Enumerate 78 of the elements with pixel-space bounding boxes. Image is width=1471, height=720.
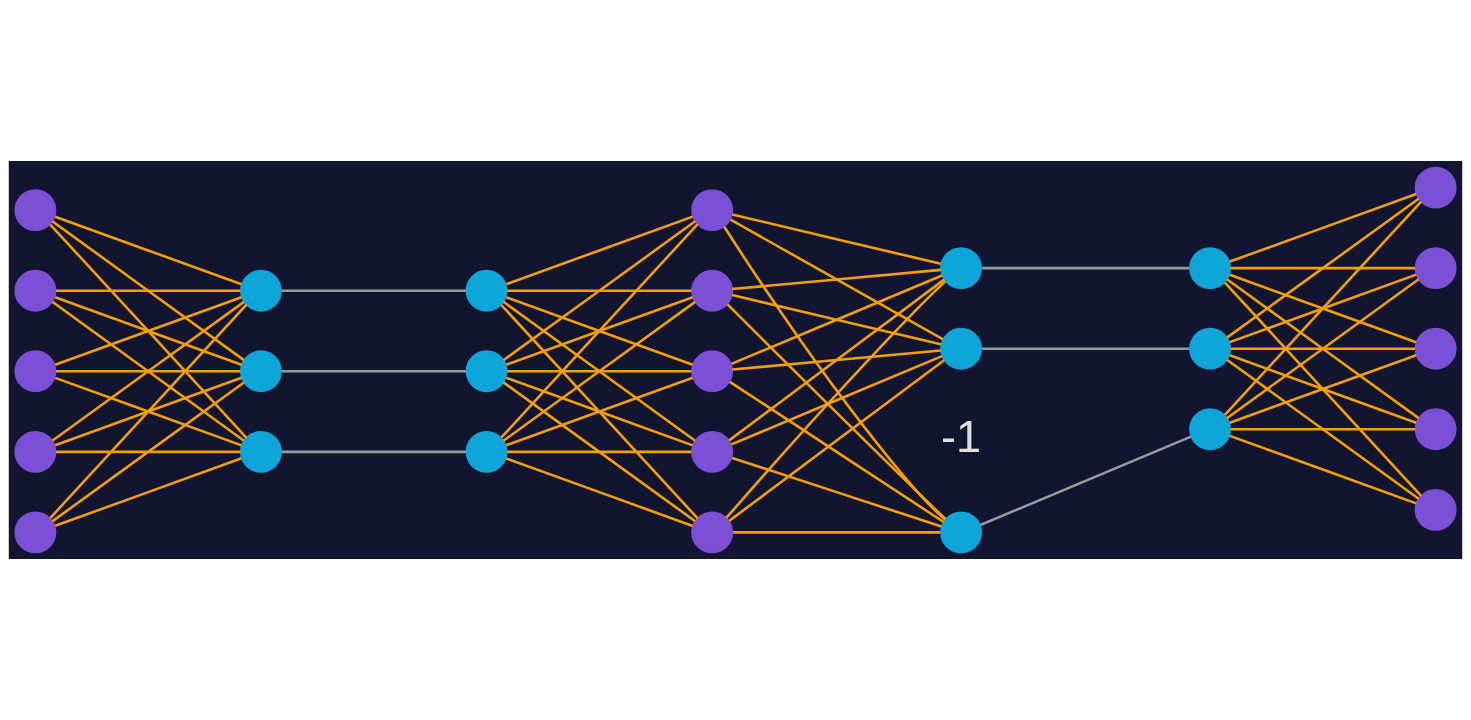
connector xyxy=(731,213,942,265)
connector xyxy=(54,215,242,286)
node-circle xyxy=(14,350,57,393)
connector xyxy=(55,370,241,373)
connector xyxy=(51,220,245,362)
node-circle xyxy=(1189,247,1231,290)
connector xyxy=(500,304,699,520)
connector xyxy=(730,218,944,341)
node-circle xyxy=(691,511,734,554)
connector xyxy=(982,347,1190,350)
node-circle xyxy=(465,430,508,473)
connector xyxy=(979,435,1192,527)
connector xyxy=(54,376,242,447)
connector xyxy=(1229,192,1417,263)
node-circle xyxy=(240,269,282,312)
connector xyxy=(507,370,692,373)
connector xyxy=(982,266,1190,270)
connector xyxy=(49,223,248,439)
connector xyxy=(505,376,694,447)
node-circle xyxy=(1414,327,1457,370)
node-circle xyxy=(691,269,734,312)
connector xyxy=(731,456,942,528)
connector xyxy=(54,457,242,528)
connector xyxy=(1229,273,1417,344)
connector xyxy=(728,278,945,442)
connector xyxy=(55,450,241,454)
connector xyxy=(732,349,941,371)
node-circle xyxy=(465,269,508,312)
node-circle xyxy=(940,327,983,370)
connector xyxy=(281,370,466,373)
connector xyxy=(51,381,245,523)
connector xyxy=(1230,266,1416,270)
node-circle xyxy=(691,189,734,232)
connector xyxy=(505,215,694,286)
node-circle xyxy=(14,189,57,232)
connector xyxy=(281,450,466,454)
connector xyxy=(1223,281,1423,497)
connector xyxy=(51,300,245,442)
connector xyxy=(1226,197,1420,339)
connector xyxy=(49,303,248,519)
node-circle xyxy=(14,430,57,473)
node-circle xyxy=(1414,247,1457,290)
node-circle xyxy=(1414,408,1457,451)
connector xyxy=(507,450,692,454)
node-circle xyxy=(1414,166,1457,209)
connector xyxy=(1226,278,1420,420)
connector xyxy=(730,274,943,366)
connector xyxy=(731,293,942,346)
node-circle xyxy=(1189,327,1231,370)
connector xyxy=(1230,428,1416,431)
connector xyxy=(1223,200,1423,416)
connector xyxy=(723,226,946,521)
connector xyxy=(505,457,694,528)
connector xyxy=(507,289,692,292)
connector xyxy=(1230,347,1416,350)
connector xyxy=(502,220,696,362)
connector xyxy=(733,531,941,534)
node-circle xyxy=(240,350,282,393)
node-circle xyxy=(691,350,734,393)
connector xyxy=(500,223,699,439)
connector xyxy=(502,381,696,523)
node-circle xyxy=(1189,408,1231,451)
node-circle xyxy=(691,430,734,473)
connector xyxy=(732,268,941,291)
connector xyxy=(1226,358,1420,500)
node-circle xyxy=(14,511,57,554)
label: -1 xyxy=(941,410,982,462)
connector xyxy=(1229,434,1417,505)
node-circle xyxy=(465,350,508,393)
connector xyxy=(55,289,241,292)
connector xyxy=(730,354,943,446)
node-circle xyxy=(940,247,983,290)
node-circle xyxy=(1414,488,1457,531)
connector xyxy=(502,300,696,442)
node-circle xyxy=(14,269,57,312)
connector xyxy=(281,289,466,292)
node-circle xyxy=(940,511,983,554)
node-circle xyxy=(240,430,282,473)
